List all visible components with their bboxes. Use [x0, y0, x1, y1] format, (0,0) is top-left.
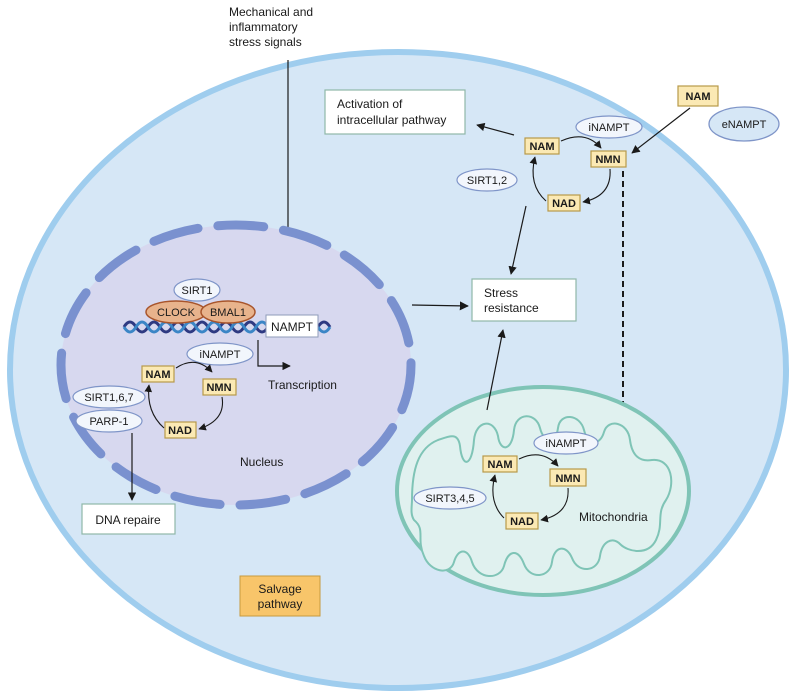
nucleus-nmn-to-nad-arrow	[198, 396, 224, 431]
svg-text:stress signals: stress signals	[229, 35, 302, 49]
cytoplasm-to-stress-arrow	[508, 205, 527, 275]
svg-text:inflammatory: inflammatory	[229, 20, 298, 34]
activation-line1: Activation of	[337, 97, 403, 111]
cytoplasm-nam-label: NAM	[529, 141, 554, 153]
cytoplasm-nad-box	[547, 194, 581, 212]
nucleus-nad-to-nam-arrow	[144, 384, 165, 429]
cytoplasm-inampt-enzyme	[575, 115, 643, 139]
nampt-gene-label: NAMPT	[271, 320, 314, 334]
activation-line2: intracellular pathway	[337, 113, 446, 127]
cycle-to-activation-arrow	[476, 122, 515, 136]
cytoplasm-inampt-label: iNAMPT	[589, 122, 630, 134]
enampt-enzyme	[708, 106, 780, 142]
bmal1-label: BMAL1	[210, 307, 246, 319]
dna-strand-1-right	[316, 320, 332, 328]
nucleus-inampt-label: iNAMPT	[200, 349, 241, 361]
mito-nad-to-nam-arrow	[489, 474, 505, 519]
nucleus-nam-box	[141, 365, 175, 383]
dna-strand-2	[122, 320, 270, 334]
mito-nam-label: NAM	[487, 459, 512, 471]
mito-inampt-label: iNAMPT	[546, 438, 587, 450]
salvage-line1: Salvage	[258, 582, 302, 596]
salvage-line2: pathway	[258, 597, 303, 611]
cytoplasm-nad-to-nam-arrow	[529, 156, 547, 202]
transcription-arrow	[257, 340, 291, 371]
nmn-import-dashed-arrow	[590, 171, 624, 486]
dna-helix	[122, 320, 332, 334]
nucleus	[56, 220, 416, 510]
mito-nam-box	[482, 455, 518, 473]
sirt167-label: SIRT1,6,7	[84, 392, 133, 404]
sirt345-label: SIRT3,4,5	[425, 493, 474, 505]
cytoplasm-nad-label: NAD	[552, 198, 576, 210]
cytoplasm-nmn-to-nad-arrow	[582, 168, 611, 205]
sirt12-label: SIRT1,2	[467, 175, 507, 187]
enampt-label: eNAMPT	[722, 119, 767, 131]
mito-nmn-label: NMN	[555, 473, 580, 485]
stress-resistance-line1: Stress	[484, 286, 518, 300]
mito-nmn-to-nad-arrow	[540, 487, 569, 523]
cytoplasm-nmn-label: NMN	[595, 154, 620, 166]
cytoplasm-nmn-box	[590, 150, 627, 168]
mito-nad-box	[505, 512, 539, 530]
nucleus-inampt-enzyme	[186, 342, 254, 366]
parp1-label: PARP-1	[90, 416, 129, 428]
clock-label: CLOCK	[157, 307, 196, 319]
dna-strand-2-right	[316, 326, 332, 334]
stress-resistance-box	[471, 278, 577, 322]
cytoplasm-nam-box	[524, 137, 560, 155]
nucleus-body	[61, 225, 411, 505]
bmal1-protein	[200, 300, 256, 324]
mito-nad-label: NAD	[510, 516, 534, 528]
stress-signal-label: Mechanical and inflammatory stress signa…	[229, 5, 313, 49]
sirt12-enzyme	[456, 168, 518, 192]
nucleus-nad-box	[164, 421, 197, 439]
nucleus-nad-label: NAD	[168, 425, 192, 437]
salvage-pathway-box	[239, 575, 321, 617]
nucleus-nam-label: NAM	[145, 369, 170, 381]
stress-resistance-line2: resistance	[484, 301, 539, 315]
svg-text:Mechanical and: Mechanical and	[229, 5, 313, 19]
nucleus-nmn-box	[202, 378, 237, 396]
sirt1-enzyme	[173, 278, 221, 302]
mito-to-stress-arrow	[486, 329, 506, 411]
sirt1-label: SIRT1	[182, 285, 213, 297]
nucleus-label: Nucleus	[240, 455, 283, 469]
nuclear-envelope	[56, 220, 416, 510]
parp1-enzyme	[75, 409, 143, 433]
activation-box	[324, 89, 466, 135]
sirt167-enzyme	[72, 385, 146, 409]
nucleus-nam-to-nmn-arrow	[175, 361, 213, 373]
mito-nam-to-nmn-arrow	[518, 454, 559, 467]
extracellular-nam-box	[677, 85, 719, 107]
mito-nmn-box	[549, 468, 587, 487]
transcription-label: Transcription	[268, 378, 337, 392]
mito-inampt-enzyme	[533, 431, 599, 455]
mitochondria-cristae	[410, 415, 673, 577]
extracellular-nam-to-nmn-arrow	[631, 107, 691, 154]
nucleus-nmn-label: NMN	[206, 382, 231, 394]
dna-repair-label: DNA repaire	[95, 513, 161, 527]
nucleus-to-stress-arrow	[411, 301, 469, 311]
cytoplasm-nam-to-nmn-arrow	[560, 136, 602, 149]
mitochondria	[395, 385, 691, 597]
extracellular-nam-label: NAM	[685, 91, 710, 103]
sirt345-enzyme	[413, 486, 487, 510]
dna-repair-box	[81, 503, 176, 535]
nampt-gene-box	[265, 314, 319, 338]
mitochondria-label: Mitochondria	[579, 510, 648, 524]
